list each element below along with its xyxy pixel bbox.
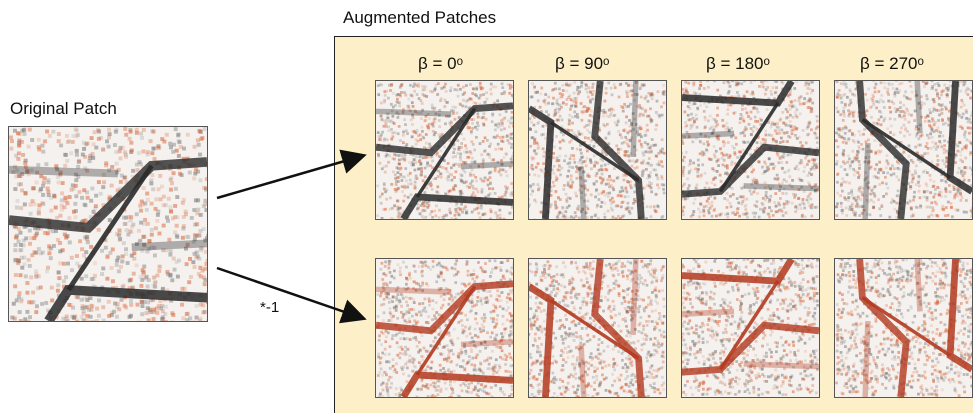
rotation-label-0: β = 0ᵒ <box>418 54 464 73</box>
augmented-patch-rot0 <box>375 80 514 220</box>
rotation-label-180: β = 180ᵒ <box>706 54 770 73</box>
arrow-to-negated <box>216 266 367 324</box>
augmented-patch-negated-rot0 <box>375 258 514 398</box>
rotation-label-90: β = 90ᵒ <box>555 54 610 73</box>
arrow-to-rotations <box>216 149 367 200</box>
augmented-patch-negated-rot270 <box>834 258 973 398</box>
rotation-label-270: β = 270ᵒ <box>860 54 924 73</box>
augmented-patches-title: Augmented Patches <box>343 8 497 27</box>
augmented-patch-rot270 <box>834 80 973 220</box>
augmented-patch-rot90 <box>528 80 667 220</box>
augmented-patch-rot180 <box>681 80 820 220</box>
negate-operation-label: *-1 <box>260 299 280 316</box>
original-patch-image <box>8 126 208 322</box>
augmented-patch-negated-rot90 <box>528 258 667 398</box>
augmented-patch-negated-rot180 <box>681 258 820 398</box>
original-patch-title: Original Patch <box>10 99 117 118</box>
